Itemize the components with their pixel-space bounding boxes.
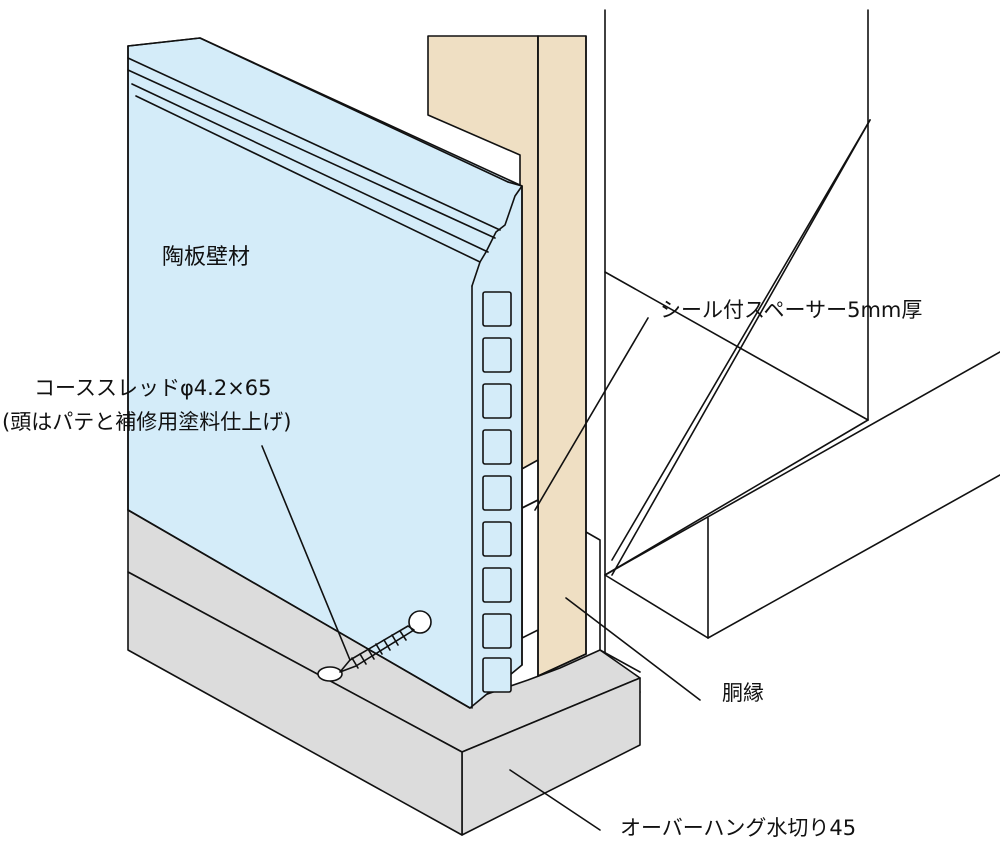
drip-edge-shape (127, 509, 641, 836)
label-furring: 胴縁 (722, 681, 764, 705)
ceramic-board (127, 37, 523, 709)
leader-lines (261, 119, 871, 831)
label-screw-note: (頭はパテと補修用塗料仕上げ) (2, 410, 292, 434)
leader-spacer-frame-2 (611, 119, 871, 576)
building-frame (604, 9, 1000, 701)
leader-spacer-frame-1 (611, 119, 871, 561)
screw (317, 610, 432, 682)
leader-furring (565, 597, 701, 701)
label-screw-spec: コーススレッドφ4.2×65 (34, 376, 272, 400)
leader-spacer (534, 317, 649, 511)
label-wall-board: 陶板壁材 (162, 245, 251, 270)
label-spacer: シール付スペーサー5mm厚 (660, 298, 923, 322)
leader-drip (509, 769, 601, 831)
label-drip-edge: オーバーハング水切り45 (620, 816, 857, 840)
wood-battens (427, 35, 587, 677)
spacer-block (521, 499, 539, 639)
leader-screw (261, 445, 351, 661)
